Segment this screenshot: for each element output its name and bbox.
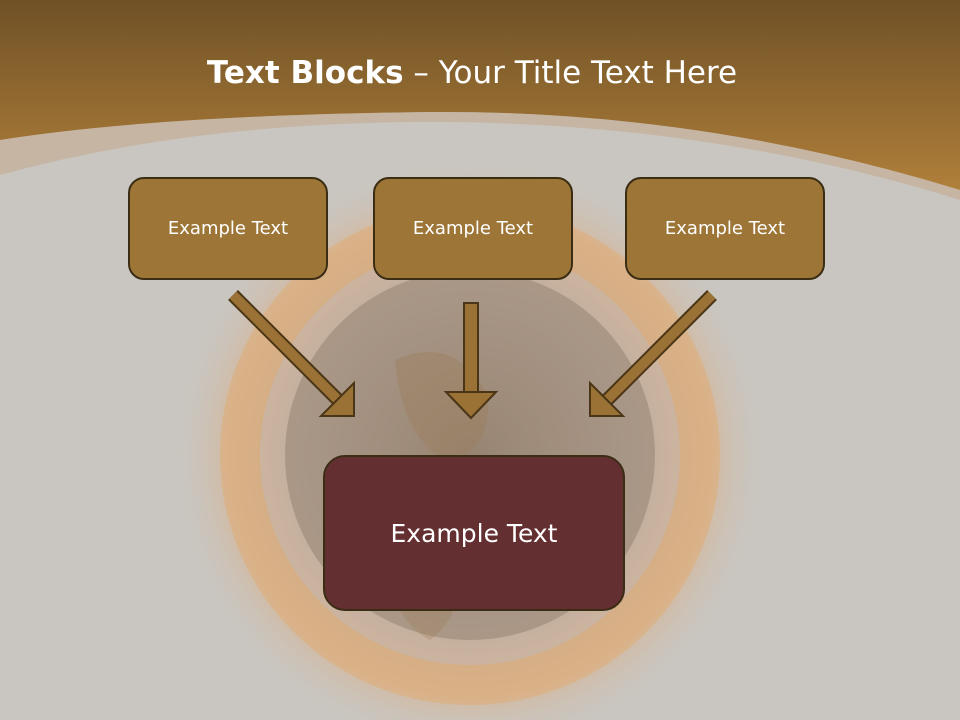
arrow-down-icon xyxy=(443,302,499,420)
header-band xyxy=(0,0,960,190)
arrow-down-right-icon xyxy=(228,290,355,417)
text-block-center-label: Example Text xyxy=(412,218,534,239)
text-block-left[interactable]: Example Text xyxy=(128,177,328,280)
text-block-left-label: Example Text xyxy=(167,218,289,239)
arrow-down-left-icon xyxy=(589,290,717,417)
header-swoosh xyxy=(0,111,960,200)
title-rest: Your Title Text Here xyxy=(438,55,738,91)
title-dash: – xyxy=(403,55,439,91)
main-text-block[interactable]: Example Text xyxy=(323,455,625,611)
title-bold: Text Blocks xyxy=(206,55,404,91)
main-text-block-label: Example Text xyxy=(390,518,558,548)
text-block-right-label: Example Text xyxy=(664,218,786,239)
text-block-center[interactable]: Example Text xyxy=(373,177,573,280)
text-block-right[interactable]: Example Text xyxy=(625,177,825,280)
page-title: Text Blocks – Your Title Text Here xyxy=(0,55,944,91)
